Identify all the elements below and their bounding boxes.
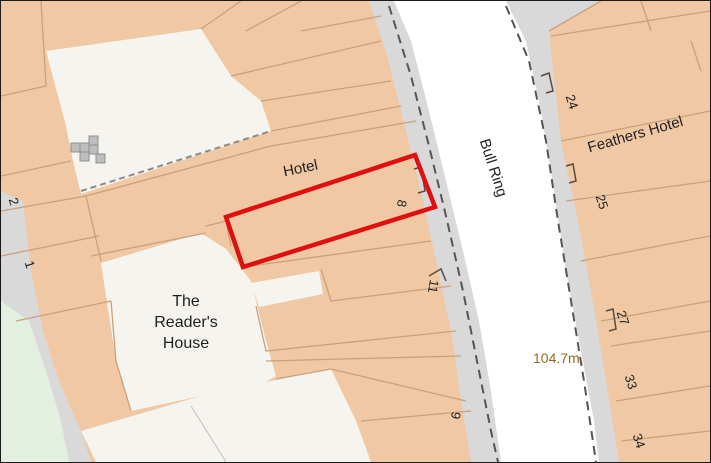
building-outlines	[1, 1, 710, 442]
readers-house-line-3: House	[162, 335, 210, 352]
readers-house-line-2: Reader's	[154, 314, 218, 331]
road-dashed-edge-left	[388, 5, 499, 462]
courtyard-bottom	[81, 369, 371, 462]
readers-house-line-1: The	[172, 293, 200, 310]
courtyard-dashed-edge	[80, 130, 272, 192]
spot-height-label: 104.7m	[533, 350, 580, 366]
house-number-11: 11	[424, 278, 442, 295]
small-white-block	[251, 271, 323, 307]
green-area	[1, 301, 69, 462]
readers-house-courtyard	[101, 233, 276, 411]
courtyard-top	[46, 29, 271, 194]
readers-house-label: The Reader's House	[146, 291, 226, 354]
steps-icon	[70, 135, 106, 164]
bull-ring-road[interactable]	[394, 1, 599, 462]
highlighted-site-outline[interactable]	[223, 152, 438, 270]
courtyard-divider	[190, 405, 227, 462]
